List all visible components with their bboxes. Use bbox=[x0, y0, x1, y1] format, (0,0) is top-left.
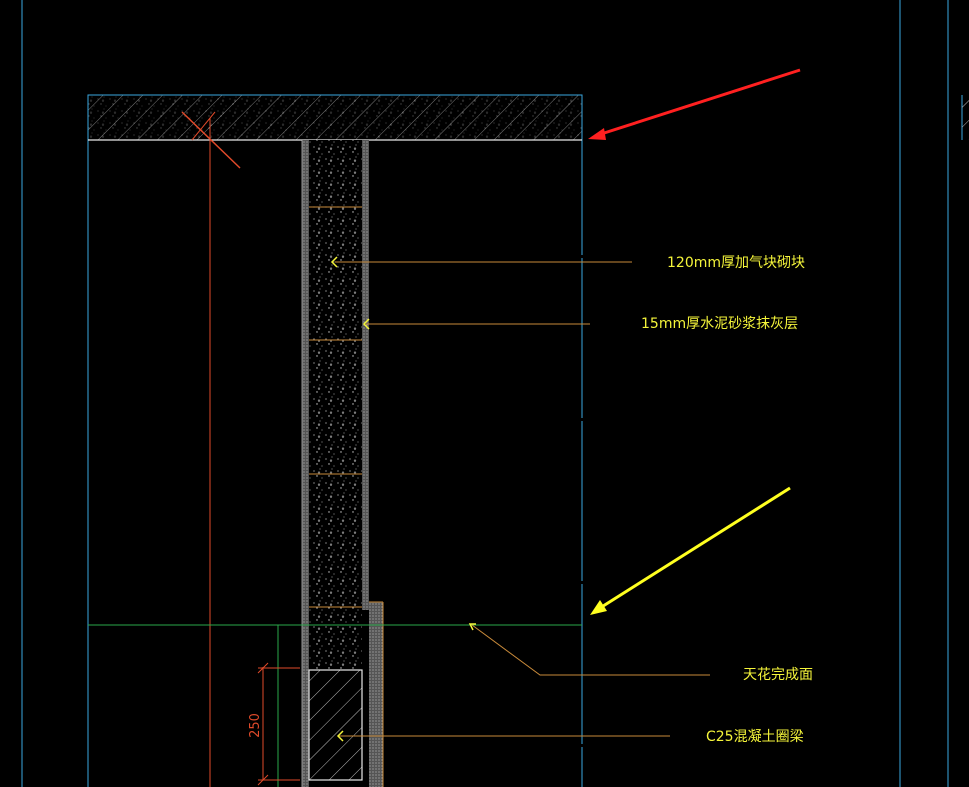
annotation-ring-beam: C25混凝土圈梁 bbox=[706, 729, 804, 745]
annotation-ceiling-finish: 天花完成面 bbox=[743, 667, 813, 683]
aac-block-wall bbox=[309, 140, 362, 670]
dimension-text: 250 bbox=[247, 713, 263, 738]
leader-lines bbox=[335, 261, 710, 737]
centerline-mark bbox=[181, 111, 241, 787]
annotation-plaster: 15mm厚水泥砂浆抹灰层 bbox=[641, 316, 799, 332]
yellow-arrow-icon bbox=[590, 486, 791, 615]
ring-beam bbox=[308, 669, 363, 781]
concrete-slab bbox=[87, 94, 969, 141]
red-arrow-icon bbox=[588, 68, 801, 140]
leader-arrowheads bbox=[330, 256, 476, 742]
dimension-250 bbox=[257, 662, 300, 786]
ceiling-line bbox=[88, 624, 582, 787]
annotation-aac-block: 120mm厚加气块砌块 bbox=[667, 255, 805, 271]
plaster-layers bbox=[301, 140, 384, 787]
